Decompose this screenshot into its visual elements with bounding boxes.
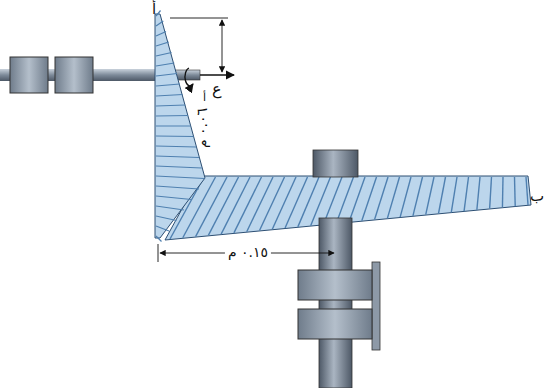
gear-letter: ب <box>530 188 544 205</box>
hub-b <box>313 150 358 177</box>
shaft-b <box>319 218 352 388</box>
dimension-label: ٠.٠٦ م <box>195 108 210 148</box>
angular-velocity-symbol: ع <box>212 80 222 98</box>
subscript-letter: أ <box>203 92 206 104</box>
bearing <box>10 57 48 93</box>
rotation-arrow <box>185 68 193 86</box>
omega-arrow <box>200 74 234 75</box>
bearing <box>298 270 372 300</box>
gear-letter: أ <box>152 1 156 18</box>
dimension-label: ٠.١٥ م <box>225 245 271 260</box>
bearing <box>298 309 372 339</box>
wall-bracket <box>372 262 380 350</box>
bearing <box>55 57 93 93</box>
extension-line <box>158 244 159 262</box>
extension-line <box>170 18 228 19</box>
dimension-line <box>222 20 223 72</box>
